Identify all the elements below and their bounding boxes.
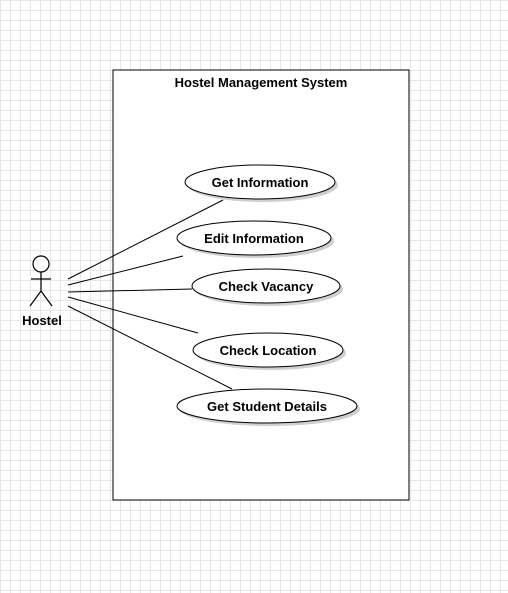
use-case-ellipse <box>176 388 358 424</box>
actor-head <box>32 255 50 273</box>
use-case-label: Check Vacancy <box>219 279 314 294</box>
use-case-check-location[interactable]: Check Location <box>192 332 346 370</box>
use-case-edit-information[interactable]: Edit Information <box>176 220 334 258</box>
actor-label: Hostel <box>22 313 62 328</box>
actor-left-leg <box>29 290 42 307</box>
associations <box>67 199 233 390</box>
use-case-get-information[interactable]: Get Information <box>184 164 338 202</box>
association-edit-information[interactable] <box>67 255 184 286</box>
association-get-information[interactable] <box>67 199 224 280</box>
association-check-vacancy[interactable] <box>67 288 193 293</box>
system-title: Hostel Management System <box>175 75 348 90</box>
actor-right-leg <box>40 290 53 307</box>
use-case-ellipse <box>176 220 332 256</box>
use-case-get-student-details[interactable]: Get Student Details <box>176 388 360 426</box>
use-case-ellipse <box>192 332 344 368</box>
use-case-ellipse <box>184 164 336 200</box>
use-case-label: Get Student Details <box>207 399 327 414</box>
use-case-label: Get Information <box>212 175 309 190</box>
use-case-check-vacancy[interactable]: Check Vacancy <box>191 268 343 306</box>
association-check-location[interactable] <box>67 296 199 334</box>
use-case-ellipse <box>191 268 341 304</box>
use-case-label: Check Location <box>220 343 317 358</box>
actor-hostel[interactable] <box>29 255 53 307</box>
association-get-student-details[interactable] <box>67 305 233 390</box>
use-case-label: Edit Information <box>204 231 304 246</box>
